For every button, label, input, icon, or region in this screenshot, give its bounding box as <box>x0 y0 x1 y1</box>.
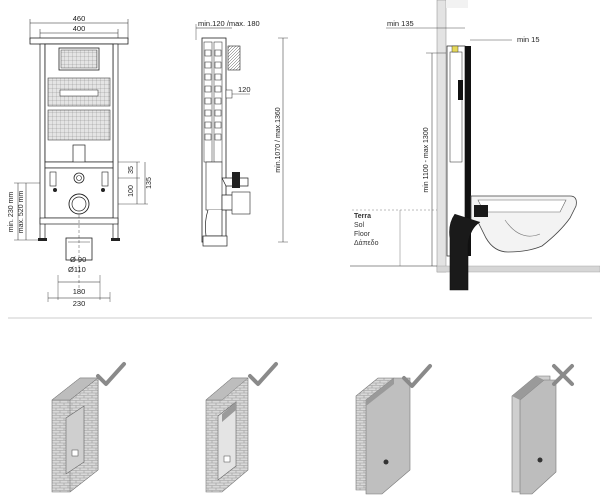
installed-view: min 135 min 15 min 1100 - max 1300 Terra… <box>350 0 600 291</box>
dim-135-label: 135 <box>146 177 153 189</box>
drain-elbow-side <box>204 209 223 237</box>
wall-section <box>436 0 447 273</box>
installed-height-label: min 1100 - max 1300 <box>423 127 430 192</box>
frame-left-post <box>39 43 46 241</box>
cross-icon-4 <box>552 364 574 386</box>
bolt-right <box>101 188 105 192</box>
wall-type-1 <box>51 362 126 493</box>
min-230-label: min. 230 mm <box>8 192 15 233</box>
flush-plate-side <box>227 45 241 71</box>
frame-top-rail <box>29 37 129 45</box>
outlet-hole-4 <box>537 457 543 463</box>
installed-drain <box>449 213 481 291</box>
installed-cistern <box>449 51 463 163</box>
dim-180-label: 180 <box>73 287 86 296</box>
height-range-label: min.1070 / max.1360 <box>275 107 282 172</box>
connector-block <box>232 172 240 188</box>
width-outer-label: 460 <box>73 14 86 23</box>
check-icon-3 <box>402 364 432 388</box>
min-15-label: min 15 <box>517 35 540 44</box>
floor-slab <box>436 265 600 273</box>
flush-pipe <box>72 144 86 164</box>
wall-recess-1 <box>65 405 85 475</box>
min-135-label: min 135 <box>387 19 414 28</box>
outlet-hole-3 <box>383 459 389 465</box>
side-view: min.120 /max. 180 120 min. <box>195 19 288 247</box>
width-inner-label: 400 <box>73 24 86 33</box>
max-520-label: max. 520 mm <box>18 191 25 234</box>
cistern-panel-lower <box>47 109 111 141</box>
pipe-110-label: Ø110 <box>68 265 86 274</box>
front-view: 460 400 Ø 90 Ø110 <box>8 14 153 308</box>
floor-label-terra: Terra <box>354 213 371 220</box>
pipe-90-label: Ø 90 <box>70 255 86 264</box>
depth-range-label: min.120 /max. 180 <box>198 19 260 28</box>
dim-120-label: 120 <box>238 85 251 94</box>
check-icon-1 <box>96 362 126 386</box>
floor-label-sol: Sol <box>354 222 365 229</box>
drywall-board-4b <box>519 379 557 495</box>
inlet-connection <box>73 172 85 184</box>
installed-frame-post <box>465 46 471 256</box>
wall-type-2 <box>205 362 278 493</box>
dim-100-label: 100 <box>128 185 135 197</box>
dim-35-label: 35 <box>128 166 135 174</box>
floor-label-greek: Δάπεδο <box>354 239 379 247</box>
floor-label-floor: Floor <box>354 231 371 238</box>
dim-230-label: 230 <box>73 299 86 308</box>
wall-type-4 <box>511 364 574 495</box>
check-icon-2 <box>248 362 278 386</box>
frame-right-post <box>112 43 119 241</box>
wall-type-3 <box>355 364 432 495</box>
bolt-left <box>53 188 57 192</box>
